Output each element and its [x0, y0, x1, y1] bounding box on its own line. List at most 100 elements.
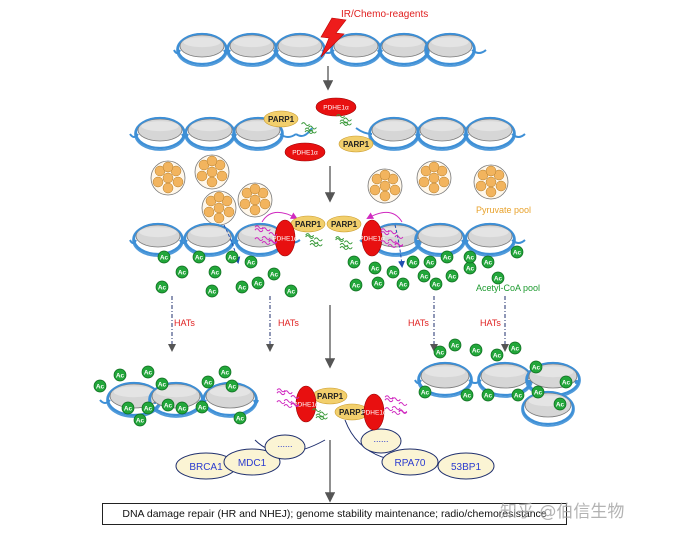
acetyl-label: Ac: [436, 349, 445, 356]
acetyl-label: Ac: [484, 392, 493, 399]
acetyl-group: Ac: [511, 388, 525, 402]
nucleosome: [234, 222, 286, 257]
outcome-text: DNA damage repair (HR and NHEJ); genome …: [122, 508, 547, 520]
acetyl-group: Ac: [251, 276, 265, 290]
left-other-protein: [264, 434, 306, 460]
acetyl-label: Ac: [236, 415, 245, 422]
right-ellipsis-label: ......: [373, 434, 388, 444]
acetyl-group: Ac: [448, 338, 462, 352]
nucleosome: [417, 361, 473, 398]
acetyl-group: Ac: [141, 401, 155, 415]
hats-arrows: [168, 296, 509, 352]
par-chain: [380, 228, 404, 248]
acetyl-label: Ac: [228, 254, 237, 261]
chromatin-row-2: [129, 116, 526, 151]
acetyl-label: Ac: [160, 254, 169, 261]
acetyl-group: Ac: [155, 377, 169, 391]
acetyl-coa-pool-label: Acetyl-CoA pool: [476, 283, 540, 293]
nucleosome: [521, 390, 575, 427]
acetyl-label: Ac: [484, 259, 493, 266]
acetyl-label: Ac: [409, 259, 418, 266]
acetyl-label: Ac: [352, 282, 361, 289]
acetyl-label: Ac: [371, 265, 380, 272]
lightning-icon: [320, 17, 347, 58]
acetyl-group: Ac: [113, 368, 127, 382]
parp1-protein: PARP1: [326, 215, 362, 233]
acetyl-label: Ac: [211, 269, 220, 276]
acetyl-label: Ac: [116, 372, 125, 379]
acetyl-label: Ac: [443, 254, 452, 261]
53bp1-label: 53BP1: [451, 462, 481, 473]
pdhe1a-protein: PDHE1α: [315, 97, 357, 117]
acetyl-label: Ac: [228, 383, 237, 390]
pdhe1a-protein: PDHE1α: [359, 219, 385, 257]
acetyl-group: Ac: [508, 341, 522, 355]
pyruvate-cluster: [416, 160, 452, 196]
nucleosome: [416, 116, 468, 151]
acetyl-group: Ac: [161, 398, 175, 412]
dna-linker: [129, 133, 139, 138]
acetyl-group: Ac: [559, 375, 573, 389]
watermark: 知乎 @伯信生物: [500, 502, 625, 522]
acetyl-group: Ac: [225, 250, 239, 264]
acetyl-group: Ac: [417, 269, 431, 283]
pyruvate-cluster: [473, 164, 509, 200]
acetyl-group: Ac: [481, 255, 495, 269]
acetyl-group: Ac: [93, 379, 107, 393]
repair-factors-left: [175, 434, 326, 480]
acetyl-group: Ac: [469, 343, 483, 357]
acetyl-group: Ac: [233, 411, 247, 425]
repair-factors-right: [344, 419, 495, 480]
acetyl-group: Ac: [371, 276, 385, 290]
pdhe1a-label: PDHE1α: [361, 410, 387, 417]
brca1-label: BRCA1: [189, 462, 223, 473]
acetyl-group: Ac: [553, 397, 567, 411]
acetyl-group: Ac: [463, 250, 477, 264]
acetyl-label: Ac: [136, 417, 145, 424]
pdhe1a-label: PDHE1α: [293, 402, 319, 409]
acetyl-label: Ac: [534, 389, 543, 396]
mdc1-label: MDC1: [238, 458, 267, 469]
par-chain: [384, 395, 408, 415]
acetyl-label: Ac: [493, 352, 502, 359]
acetyl-group: Ac: [121, 401, 135, 415]
parp1-label: PARP1: [295, 220, 322, 229]
acetyl-label: Ac: [178, 269, 187, 276]
acetyl-group: Ac: [463, 261, 477, 275]
acetyl-group: Ac: [192, 250, 206, 264]
outcome-box: DNA damage repair (HR and NHEJ); genome …: [102, 503, 567, 525]
acetyl-group: Ac: [418, 385, 432, 399]
nucleosome: [176, 32, 228, 67]
parp1-label: PARP1: [343, 140, 370, 149]
nucleosome: [464, 116, 516, 151]
right-other-protein: [360, 428, 402, 454]
nucleosome: [134, 116, 186, 151]
acetyl-group: Ac: [510, 245, 524, 259]
acetyl-label: Ac: [254, 280, 263, 287]
acetyl-label: Ac: [374, 280, 383, 287]
acetyl-label: Ac: [562, 379, 571, 386]
acetyl-group: Ac: [133, 413, 147, 427]
acetyl-group: Ac: [440, 250, 454, 264]
pdhe1a-label: PDHE1α: [292, 150, 318, 157]
nucleosome: [368, 116, 420, 151]
acetyl-group: Ac: [491, 271, 505, 285]
pyruvate-cluster: [150, 160, 186, 196]
acetyl-group: Ac: [490, 348, 504, 362]
acetyl-group: Ac: [205, 284, 219, 298]
acetyl-label: Ac: [432, 281, 441, 288]
nucleosome: [424, 32, 476, 67]
protein-chain: [336, 114, 352, 126]
acetyl-group: Ac: [157, 250, 171, 264]
acetyl-group: Ac: [208, 265, 222, 279]
par-chain: [254, 225, 278, 245]
stimulus-label: IR/Chemo-reagents: [341, 9, 428, 20]
acetyl-group: Ac: [195, 400, 209, 414]
pyruvate-clusters: [150, 154, 509, 226]
nucleosome: [226, 32, 278, 67]
acetyl-label: Ac: [164, 402, 173, 409]
acetyl-label: Ac: [270, 271, 279, 278]
pdhe1a-protein: PDHE1α: [272, 219, 298, 257]
acetyl-label: Ac: [287, 288, 296, 295]
